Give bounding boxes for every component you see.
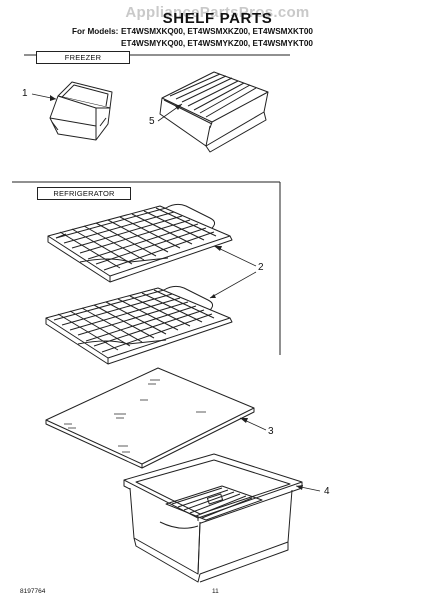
document-number: 8197764 bbox=[20, 588, 46, 595]
callout-1: 1 bbox=[22, 88, 28, 99]
models-line-2: ET4WSMYKQ00, ET4WSMYKZ00, ET4WSMYKT00 bbox=[121, 39, 313, 48]
freezer-label: FREEZER bbox=[36, 51, 130, 64]
callout-3: 3 bbox=[268, 426, 274, 437]
page-number: 11 bbox=[212, 588, 219, 595]
callout-5: 5 bbox=[149, 116, 155, 127]
watermark: AppliancePartsPros.com bbox=[125, 4, 310, 21]
callout-2: 2 bbox=[258, 262, 264, 273]
models-line-1: ET4WSMXKQ00, ET4WSMXKZ00, ET4WSMXKT00 bbox=[121, 27, 313, 36]
refrigerator-label: REFRIGERATOR bbox=[37, 187, 131, 200]
models-prefix: For Models: bbox=[72, 27, 119, 36]
page-title: SHELF PARTS bbox=[162, 10, 273, 27]
callout-4: 4 bbox=[324, 486, 330, 497]
